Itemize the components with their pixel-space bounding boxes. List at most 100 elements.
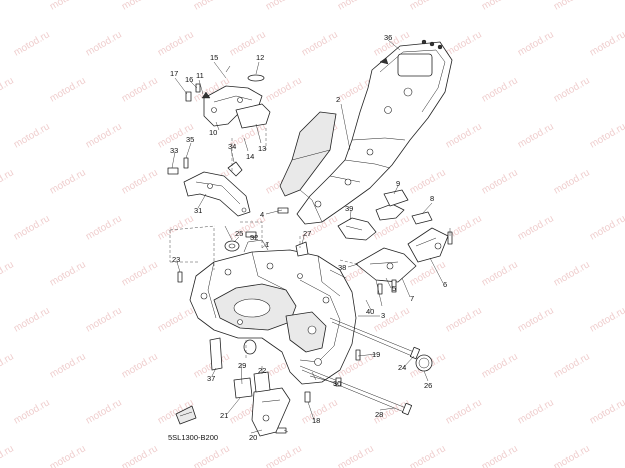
callout-3: 3 [381,311,385,320]
callout-37: 37 [207,374,215,383]
watermark-text: motod.ru [264,75,304,104]
watermark-text: motod.ru [156,29,196,58]
watermark-text: motod.ru [552,351,592,380]
callout-18: 18 [312,416,320,425]
callout-24: 24 [398,363,406,372]
callout-35: 35 [186,135,194,144]
callout-20: 20 [249,433,257,442]
watermark-text: motod.ru [120,75,160,104]
watermark-text: motod.ru [0,0,16,13]
callout-5: 5 [392,284,396,293]
watermark-text: motod.ru [444,121,484,150]
main-frame [189,239,357,385]
watermark-text: motod.ru [588,305,625,334]
watermark-text: motod.ru [480,75,520,104]
callout-10: 10 [209,128,217,137]
watermark-text: motod.ru [120,259,160,288]
watermark-text: motod.ru [120,351,160,380]
callout-2: 2 [336,95,340,104]
watermark-text: motod.ru [408,167,448,196]
callout-16: 16 [185,75,193,84]
watermark-text: motod.ru [264,0,304,13]
callout-4: 4 [260,210,264,219]
leader-lines [171,39,451,434]
watermark-text: motod.ru [156,213,196,242]
watermark-text: motod.ru [156,305,196,334]
watermark-text: motod.ru [480,0,520,13]
alignment-lines [169,128,357,360]
watermark-text: motod.ru [552,167,592,196]
watermark-text: motod.ru [84,397,124,426]
callout-23: 23 [172,255,180,264]
callout-15: 15 [210,53,218,62]
watermark-text: motod.ru [552,75,592,104]
callout-39: 39 [345,204,353,213]
watermark-text: motod.ru [84,213,124,242]
watermark-text: motod.ru [12,305,52,334]
watermark-text: motod.ru [48,351,88,380]
watermark-text: motod.ru [120,167,160,196]
callout-14: 14 [246,152,254,161]
watermark-text: motod.ru [588,397,625,426]
watermark-text: motod.ru [12,397,52,426]
watermark-text: motod.ru [48,443,88,468]
watermark-text: motod.ru [12,29,52,58]
watermark-text: motod.ru [84,29,124,58]
watermark-text: motod.ru [48,259,88,288]
watermark-text: motod.ru [12,213,52,242]
watermark-text: motod.ru [48,0,88,13]
callout-6: 6 [443,280,447,289]
watermark-text: motod.ru [336,0,376,13]
watermark-text: motod.ru [84,121,124,150]
watermark-text: motod.ru [516,305,556,334]
rear-footrest-brackets [337,189,453,295]
watermark-text: motod.ru [192,443,232,468]
callout-7: 7 [410,294,414,303]
watermark-text: motod.ru [192,0,232,13]
watermark-text: motod.ru [588,121,625,150]
watermark-text: motod.ru [444,29,484,58]
watermark-text: motod.ru [0,167,16,196]
watermark-text: motod.ru [444,305,484,334]
watermark-text: motod.ru [336,443,376,468]
engine-mount-plates [175,337,291,437]
watermark-text: motod.ru [444,397,484,426]
watermark-text: motod.ru [516,397,556,426]
callout-30: 30 [333,379,341,388]
watermark-text: motod.ru [0,75,16,104]
callout-29: 29 [238,361,246,370]
callout-31: 31 [194,206,202,215]
callout-22: 22 [258,366,266,375]
callout-36: 36 [384,33,392,42]
front-bracket-assembly [185,65,271,129]
watermark-text: motod.ru [480,351,520,380]
diagram-code: 5SL1300-B200 [168,433,218,442]
watermark-text: motod.ru [300,29,340,58]
watermark-text: motod.ru [12,121,52,150]
watermark-text: motod.ru [84,305,124,334]
watermark-text: motod.ru [588,213,625,242]
watermark-text: motod.ru [480,167,520,196]
left-bolts [177,207,289,283]
callout-labels: 1 2 3 4 5 6 7 8 9 10 11 12 13 14 15 16 1… [168,33,447,442]
callout-13: 13 [258,144,266,153]
watermark-text: motod.ru [588,29,625,58]
watermark-text: motod.ru [516,121,556,150]
watermark-text: motod.ru [120,443,160,468]
watermark-text: motod.ru [480,443,520,468]
watermark-text: motod.ru [120,0,160,13]
watermark-text: motod.ru [0,259,16,288]
callout-19: 19 [372,350,380,359]
callout-28: 28 [375,410,383,419]
watermark-text: motod.ru [552,443,592,468]
callout-9: 9 [396,179,400,188]
callout-26: 26 [424,381,432,390]
callout-25: 25 [235,229,243,238]
watermark-text: motod.ru [0,351,16,380]
watermark-text: motod.ru [516,29,556,58]
watermark-text: motod.ru [408,443,448,468]
callout-21: 21 [220,411,228,420]
callout-11: 11 [196,71,204,80]
callout-17: 17 [170,69,178,78]
